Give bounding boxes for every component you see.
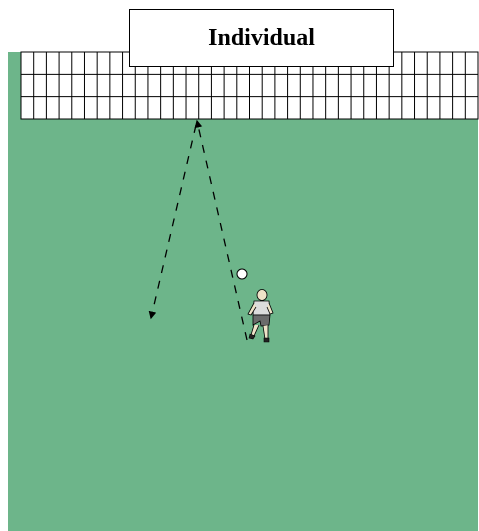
field — [8, 52, 478, 531]
title-label: Individual — [208, 25, 315, 52]
ball — [237, 269, 247, 279]
title-box: Individual — [129, 9, 394, 67]
